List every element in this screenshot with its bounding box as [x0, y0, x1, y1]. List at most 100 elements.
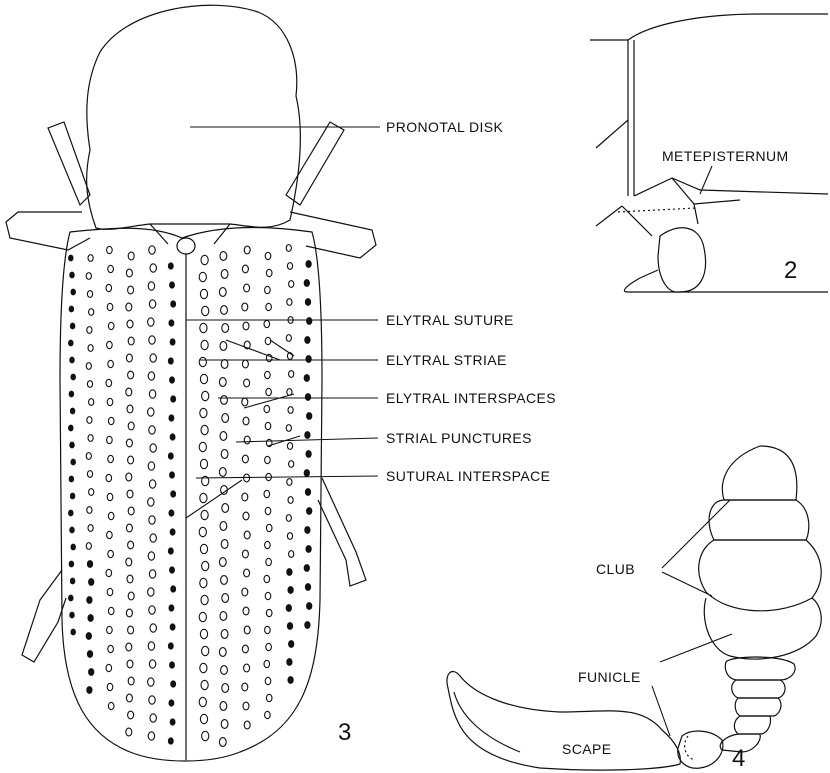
figure-2-number: 2	[784, 257, 797, 284]
strial-puncture	[70, 408, 74, 414]
strial-puncture	[243, 702, 249, 710]
strial-puncture	[286, 245, 291, 252]
strial-puncture	[286, 425, 291, 432]
strial-puncture	[200, 544, 207, 553]
strial-puncture	[69, 340, 73, 346]
strial-puncture	[306, 451, 311, 458]
strial-punctures-label: STRIAL PUNCTURES	[386, 430, 532, 446]
side-line-left	[596, 120, 628, 148]
strial-puncture	[221, 540, 228, 549]
strial-puncture	[126, 728, 132, 736]
strial-puncture	[202, 306, 209, 315]
figure-4-antenna: CLUB FUNICLE SCAPE 4	[447, 446, 821, 772]
strial-puncture	[149, 300, 155, 308]
strial-puncture	[199, 357, 206, 366]
strial-puncture	[126, 269, 132, 277]
strial-puncture	[86, 363, 91, 370]
strial-puncture	[171, 301, 176, 307]
strial-puncture	[306, 356, 311, 363]
funicle-leader	[652, 634, 732, 736]
strial-puncture	[107, 246, 113, 253]
strial-puncture	[288, 587, 293, 594]
strial-puncture	[244, 664, 250, 672]
strial-puncture	[200, 714, 207, 723]
strial-puncture	[244, 531, 250, 539]
strial-puncture	[69, 425, 73, 431]
strial-puncture	[170, 529, 175, 535]
strial-puncture	[265, 371, 271, 378]
lower-body-outline	[624, 270, 828, 292]
strial-puncture	[287, 533, 292, 540]
strial-puncture	[148, 678, 154, 686]
strial-puncture	[71, 374, 75, 380]
strial-puncture	[126, 303, 132, 311]
strial-puncture	[202, 561, 209, 570]
strial-puncture	[287, 443, 292, 450]
strial-puncture	[305, 299, 310, 306]
strial-puncture	[127, 575, 133, 583]
strial-puncture	[264, 405, 270, 412]
strial-puncture	[148, 732, 154, 740]
strial-puncture	[288, 677, 293, 684]
strial-puncture	[69, 306, 73, 312]
strial-puncture	[108, 322, 114, 329]
strial-puncture	[305, 394, 310, 401]
strial-puncture	[89, 669, 94, 676]
strial-puncture	[128, 286, 134, 294]
strial-puncture	[89, 399, 94, 406]
strial-puncture	[242, 493, 248, 501]
pronotum-outline	[87, 5, 301, 229]
strial-puncture	[87, 597, 92, 604]
strial-puncture	[126, 558, 132, 566]
strial-puncture	[264, 575, 270, 582]
strial-puncture	[242, 303, 248, 311]
funicle-label: FUNICLE	[578, 669, 641, 685]
strial-puncture	[69, 476, 73, 482]
strial-puncture	[304, 470, 309, 477]
strial-puncture	[126, 388, 132, 396]
strial-puncture	[307, 508, 312, 515]
strial-puncture	[69, 595, 73, 601]
strial-puncture	[243, 322, 249, 330]
metepisternum-label: METEPISTERNUM	[662, 148, 789, 164]
strial-puncture	[264, 490, 270, 497]
strial-puncture	[89, 579, 94, 586]
strial-puncture	[148, 408, 154, 416]
strial-puncture	[221, 450, 228, 459]
strial-puncture	[201, 255, 208, 264]
strial-puncture	[219, 378, 226, 387]
strial-puncture	[170, 377, 175, 383]
pronotal-disk-label: PRONOTAL DISK	[386, 119, 503, 135]
strial-puncture	[221, 360, 228, 369]
strial-puncture	[221, 576, 228, 585]
strial-puncture	[108, 702, 114, 709]
strial-puncture	[242, 455, 248, 463]
strial-puncture	[199, 442, 206, 451]
strial-puncture	[242, 588, 248, 596]
strial-puncture	[202, 391, 209, 400]
strial-puncture	[126, 643, 132, 651]
strial-puncture	[150, 714, 156, 722]
strial-puncture	[149, 480, 155, 488]
strial-puncture	[286, 605, 291, 612]
funicle-segment-2	[732, 680, 785, 698]
strial-puncture	[304, 565, 309, 572]
strial-puncture	[264, 320, 270, 327]
strial-puncture	[201, 510, 208, 519]
strial-puncture	[70, 357, 74, 363]
strial-puncture	[199, 697, 206, 706]
strial-puncture	[87, 687, 92, 694]
strial-puncture	[244, 626, 250, 634]
strial-puncture	[169, 320, 174, 326]
strial-puncture	[168, 358, 173, 364]
strial-puncture	[148, 318, 154, 326]
elytral-suture-label: ELYTRAL SUTURE	[386, 312, 514, 328]
strial-puncture	[148, 498, 154, 506]
strial-puncture	[106, 379, 112, 386]
sutural-interspace-label: SUTURAL INTERSPACE	[386, 468, 550, 484]
strial-puncture	[219, 558, 226, 567]
strial-puncture	[128, 252, 134, 260]
strial-puncture	[71, 459, 75, 465]
strial-puncture	[69, 510, 73, 516]
scutellum	[177, 238, 195, 254]
